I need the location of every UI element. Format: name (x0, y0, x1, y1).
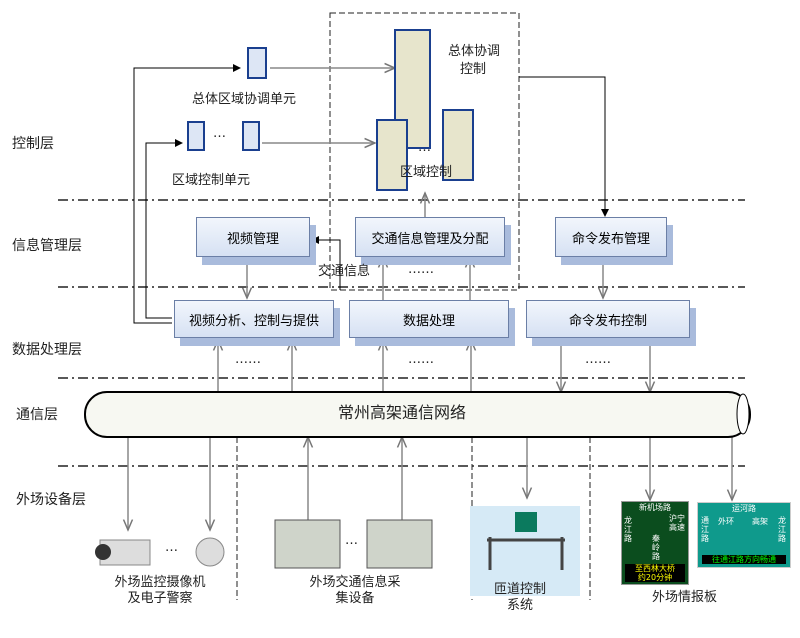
video-mgmt-box: 视频管理 (196, 217, 310, 257)
control-center-boundary (329, 12, 520, 291)
area-unit-label: 区域控制单元 (172, 173, 251, 188)
sign1-top: 新机场路 (639, 503, 671, 512)
sign2-l2: 外环 (718, 517, 734, 526)
board-label: 外场情报板 (652, 590, 718, 605)
ellipsis: … (418, 140, 431, 155)
sign2-left: 通江路 (701, 516, 709, 543)
overall-control-label: 总体协调 (448, 44, 501, 59)
layer-label-comm: 通信层 (16, 407, 58, 423)
sign2-bottom: 往通江路方向畅通 (702, 555, 786, 564)
sign1-bottom: 至西林大桥约20分钟 (625, 564, 685, 582)
sign1-mid: 秦岭路 (652, 534, 660, 561)
traffic-info-label: 交通信息 (318, 264, 371, 279)
layer-label-data: 数据处理层 (12, 342, 82, 358)
network-label: 常州高架通信网络 (338, 403, 467, 422)
overall-unit-label: 总体区域协调单元 (192, 92, 297, 107)
ellipsis: … (165, 540, 178, 555)
sign2-top: 运河路 (732, 504, 756, 513)
layer-label-info: 信息管理层 (12, 238, 82, 254)
network-pipe (84, 391, 751, 438)
sign1-right: 沪宁高速 (669, 514, 685, 532)
video-analysis-box: 视频分析、控制与提供 (174, 300, 334, 338)
area-control-label: 区域控制 (400, 165, 453, 180)
collector-device-icon (274, 519, 433, 569)
sign2-right: 龙江路 (778, 516, 786, 543)
ellipsis: … (345, 533, 358, 548)
server-icon (376, 29, 474, 191)
sign2-r2: 高架 (752, 517, 768, 526)
command-control-box: 命令发布控制 (526, 300, 690, 338)
command-mgmt-box: 命令发布管理 (555, 217, 667, 257)
ellipsis: …… (235, 352, 261, 367)
ellipsis: …… (585, 352, 611, 367)
camera-label: 外场监控摄像机及电子警察 (114, 575, 206, 606)
ellipsis: … (213, 126, 226, 141)
traffic-info-mgmt-box: 交通信息管理及分配 (355, 217, 505, 257)
computer-icon (187, 47, 267, 151)
layer-label-control: 控制层 (12, 136, 54, 152)
info-board-sign-2: 运河路 通江路 龙江路 外环 高架 往通江路方向畅通 (697, 502, 791, 568)
ellipsis: …… (408, 262, 434, 277)
overall-control-label-2: 控制 (460, 62, 487, 77)
sign1-left: 龙江路 (624, 516, 632, 543)
layer-label-field: 外场设备层 (16, 492, 86, 508)
ramp-label: 匝道控制系统 (493, 582, 546, 613)
collector-label: 外场交通信息采集设备 (309, 575, 401, 606)
ellipsis: …… (408, 352, 434, 367)
data-processing-box: 数据处理 (349, 300, 509, 338)
camera-icon (95, 537, 225, 567)
info-board-sign-1: 新机场路 龙江路 沪宁高速 秦岭路 至西林大桥约20分钟 (621, 501, 689, 585)
